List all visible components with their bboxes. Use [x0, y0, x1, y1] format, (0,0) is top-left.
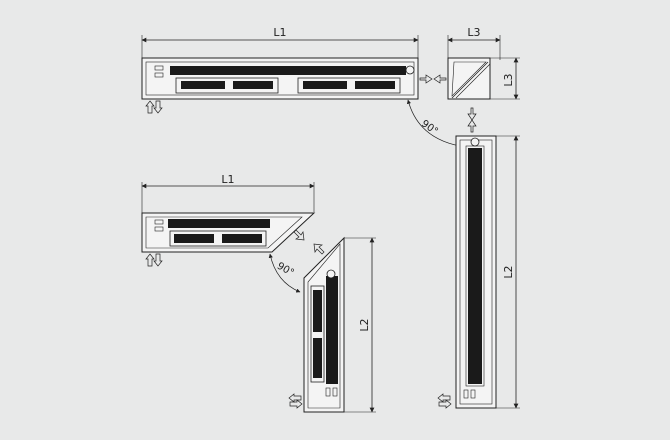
dimension-label-l3: L3	[467, 26, 480, 39]
angle-arc	[268, 253, 301, 293]
bidirectional-arrow-icon	[437, 393, 452, 409]
valve-icon	[326, 269, 336, 279]
fan-grille	[174, 234, 214, 243]
corner-unit: L3 L3 90°	[406, 26, 520, 148]
bidirectional-arrow-icon	[145, 253, 163, 267]
bidirectional-arrow-icon	[288, 393, 303, 409]
heat-exchanger-bar	[168, 219, 270, 228]
heat-exchanger-bar	[170, 66, 406, 75]
fan-grille	[355, 81, 395, 89]
vertical-unit: L2	[437, 135, 520, 409]
connector-icon	[154, 65, 164, 78]
dimension-label-l2: L2	[502, 265, 515, 278]
air-flow-arrow-icon	[419, 74, 433, 84]
air-flow-arrow-icon	[433, 74, 447, 84]
valve-icon	[470, 137, 480, 147]
air-flow-arrow-icon	[293, 229, 305, 241]
connector-icon	[325, 387, 338, 397]
unit-housing	[141, 57, 419, 100]
fan-grille	[181, 81, 225, 89]
fan-grille	[313, 290, 322, 332]
fan-grille	[233, 81, 273, 89]
air-flow-arrow-icon	[467, 119, 477, 133]
air-flow-arrow-icon	[467, 107, 477, 121]
angle-label: 90°	[275, 261, 296, 279]
dimension-label-l1: L1	[273, 26, 286, 39]
dimension-label-l2-angled: L2	[358, 318, 371, 331]
bidirectional-arrow-icon	[145, 100, 163, 114]
dimension-label-l1-angled: L1	[221, 173, 234, 186]
fan-grille	[222, 234, 262, 243]
top-unit: L1	[141, 26, 447, 114]
dimension-label-l3-vertical: L3	[502, 73, 515, 86]
angle-arc	[406, 99, 461, 148]
angle-label: 90°	[419, 118, 440, 137]
fan-grille	[313, 338, 322, 378]
connector-icon	[154, 219, 164, 232]
heat-exchanger-bar	[468, 148, 482, 384]
heat-exchanger-bar	[326, 276, 338, 384]
fan-grille	[303, 81, 347, 89]
connector-icon	[463, 389, 476, 399]
angled-pair: L1 L2	[141, 173, 376, 413]
air-flow-arrow-icon	[313, 243, 325, 255]
valve-icon	[405, 65, 415, 75]
